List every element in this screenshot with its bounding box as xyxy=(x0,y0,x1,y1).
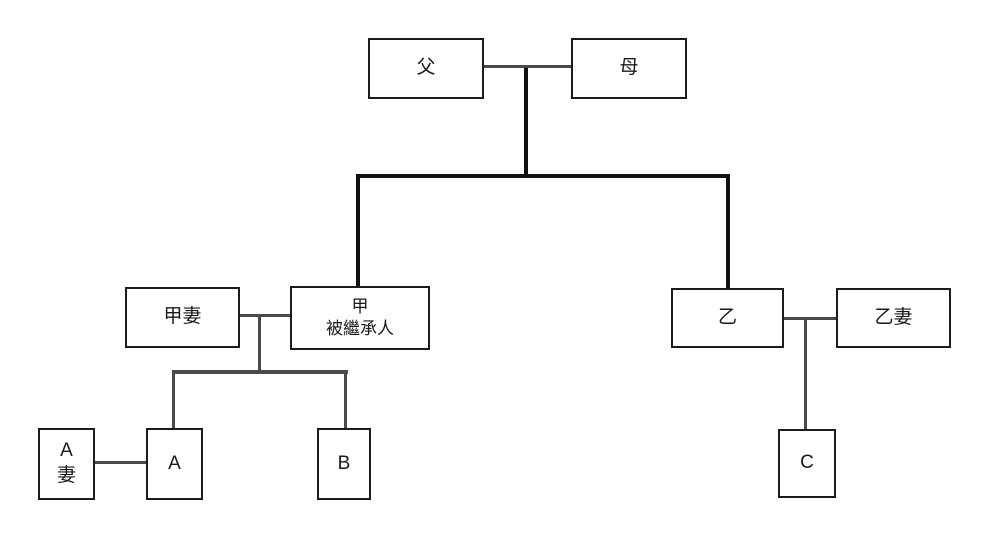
node-yi-label: 乙 xyxy=(717,306,737,328)
connector-drop-to-b xyxy=(344,370,347,428)
connector-sibling-bar xyxy=(356,174,730,178)
node-a-label: A xyxy=(168,452,181,474)
node-mother-label: 母 xyxy=(619,57,639,79)
node-yi-wife-label: 乙妻 xyxy=(874,306,913,328)
connector-yi-yiwife-spouse xyxy=(784,317,836,320)
node-c-label: C xyxy=(800,452,814,474)
node-a-wife-label-line2: 妻 xyxy=(56,465,76,486)
connector-drop-to-yi xyxy=(726,174,730,290)
node-jia-decedent: 甲 被繼承人 xyxy=(290,286,430,350)
node-father-label: 父 xyxy=(416,57,436,79)
connector-jia-junction-drop xyxy=(258,314,261,373)
node-a-wife: A 妻 xyxy=(38,428,95,500)
connector-jiawife-jia-spouse xyxy=(240,314,290,317)
node-b: B xyxy=(317,428,371,500)
connector-drop-to-jia xyxy=(356,174,360,288)
connector-father-mother-spouse xyxy=(484,65,572,68)
connector-drop-to-c xyxy=(804,317,807,429)
node-c: C xyxy=(778,429,836,498)
node-mother: 母 xyxy=(571,38,687,99)
node-yi: 乙 xyxy=(671,288,784,348)
connector-awife-a-spouse xyxy=(95,461,146,464)
connector-drop-to-a xyxy=(172,370,175,428)
node-yi-wife: 乙妻 xyxy=(836,288,951,348)
node-jia-wife-label: 甲妻 xyxy=(163,306,202,328)
node-father: 父 xyxy=(368,38,484,99)
node-jia-wife: 甲妻 xyxy=(125,287,240,348)
node-jia-label-line2: 被繼承人 xyxy=(326,319,394,338)
node-a: A xyxy=(146,428,203,500)
node-b-label: B xyxy=(337,452,351,474)
node-a-wife-label-line1: A xyxy=(60,440,73,462)
connector-jia-children-bar xyxy=(172,370,348,374)
connector-parents-drop xyxy=(524,66,528,178)
node-jia-label-line1: 甲 xyxy=(351,296,369,316)
